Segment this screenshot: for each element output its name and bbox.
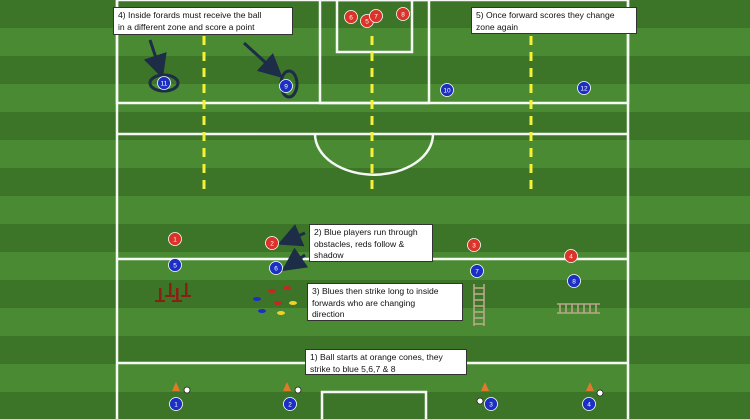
blue-player-1: 1 [169, 397, 183, 411]
arrow-to-9 [242, 41, 283, 79]
red-player-4-marker [564, 249, 578, 263]
pole-obstacles [155, 283, 191, 302]
blue-player-7-number: 7 [475, 268, 479, 275]
blue-player-11: 11 [157, 76, 171, 90]
blue-player-10-marker [440, 83, 454, 97]
blue-player-7: 7 [470, 264, 484, 278]
red-player-6: 6 [344, 10, 358, 24]
red-player-5-number: 5 [365, 18, 369, 25]
blue-player-4: 4 [582, 397, 596, 411]
blue-player-7-marker [470, 264, 484, 278]
cone-2 [283, 382, 291, 391]
red-player-8-marker [396, 7, 410, 21]
blue-player-9: 9 [279, 79, 293, 93]
arrow-to-red-2 [277, 224, 306, 247]
blue-player-8: 8 [567, 274, 581, 288]
red-player-3-marker [467, 238, 481, 252]
blue-player-2-number: 2 [288, 401, 292, 408]
blue-player-12-number: 12 [580, 85, 588, 92]
red-player-4-number: 4 [569, 253, 573, 260]
red-player-1: 1 [168, 232, 182, 246]
arrow-to-11 [143, 39, 167, 79]
red-player-7-number: 7 [374, 13, 378, 20]
horizontal-agility-ladder [557, 303, 600, 314]
penalty-arc [313, 133, 435, 176]
blue-player-2-marker [283, 397, 297, 411]
arrow-to-blue-6 [281, 247, 309, 272]
blue-player-11-number: 11 [161, 80, 168, 87]
orange-cones [172, 382, 594, 391]
cone-4 [586, 382, 594, 391]
red-player-4: 4 [564, 249, 578, 263]
blue-player-1-marker [169, 397, 183, 411]
blue-player-5: 5 [168, 258, 182, 272]
red-player-8: 8 [396, 7, 410, 21]
red-player-2: 2 [265, 236, 279, 250]
blue-player-12: 12 [577, 81, 591, 95]
red-player-7-marker [369, 9, 383, 23]
blue-player-12-marker [577, 81, 591, 95]
note-2-blue-players-run: 2) Blue players run through obstacles, r… [309, 224, 433, 262]
bottom-goal-area [320, 390, 428, 419]
red-player-3: 3 [467, 238, 481, 252]
blue-player-4-number: 4 [587, 401, 591, 408]
red-player-2-marker [265, 236, 279, 250]
cone-3 [481, 382, 489, 391]
red-player-8-number: 8 [401, 11, 405, 18]
top-goal-area [318, 0, 431, 105]
vertical-agility-ladder [473, 284, 485, 326]
blue-player-6-number: 6 [274, 265, 278, 272]
blue-player-11-marker [157, 76, 171, 90]
balls [183, 386, 604, 405]
ball-2 [294, 386, 302, 394]
ball-3 [476, 397, 484, 405]
top-six-yard-box [335, 0, 414, 54]
note-3-blues-strike-long: 3) Blues then strike long to inside forw… [307, 283, 463, 321]
blue-player-3-marker [484, 397, 498, 411]
zone-lines [202, 36, 533, 194]
note-4-inside-forwards: 4) Inside forards must receive the ball … [113, 7, 293, 35]
red-player-3-number: 3 [472, 242, 476, 249]
red-player-2-number: 2 [270, 240, 274, 247]
red-player-6-marker [344, 10, 358, 24]
ball-4 [596, 389, 604, 397]
blue-player-10-number: 10 [443, 87, 451, 94]
red-player-1-number: 1 [173, 236, 177, 243]
red-player-7: 7 [369, 9, 383, 23]
blue-player-3: 3 [484, 397, 498, 411]
blue-player-9-number: 9 [284, 83, 288, 90]
disc-obstacles [253, 286, 297, 315]
blue-player-2: 2 [283, 397, 297, 411]
annotation-arrows [143, 39, 309, 272]
cone-1 [172, 382, 180, 391]
ball-1 [183, 386, 191, 394]
note-5-forward-scores: 5) Once forward scores they change zone … [471, 7, 637, 34]
blue-player-3-number: 3 [489, 401, 493, 408]
blue-player-8-number: 8 [572, 278, 576, 285]
blue-player-8-marker [567, 274, 581, 288]
blue-player-6: 6 [269, 261, 283, 275]
blue-player-4-marker [582, 397, 596, 411]
blue-player-1-number: 1 [174, 401, 178, 408]
blue-player-6-marker [269, 261, 283, 275]
blue-player-5-marker [168, 258, 182, 272]
blue-player-9-marker [279, 79, 293, 93]
note-1-ball-starts: 1) Ball starts at orange cones, they str… [305, 349, 467, 375]
blue-player-10: 10 [440, 83, 454, 97]
red-player-1-marker [168, 232, 182, 246]
blue-player-5-number: 5 [173, 262, 177, 269]
red-player-6-number: 6 [349, 14, 353, 21]
